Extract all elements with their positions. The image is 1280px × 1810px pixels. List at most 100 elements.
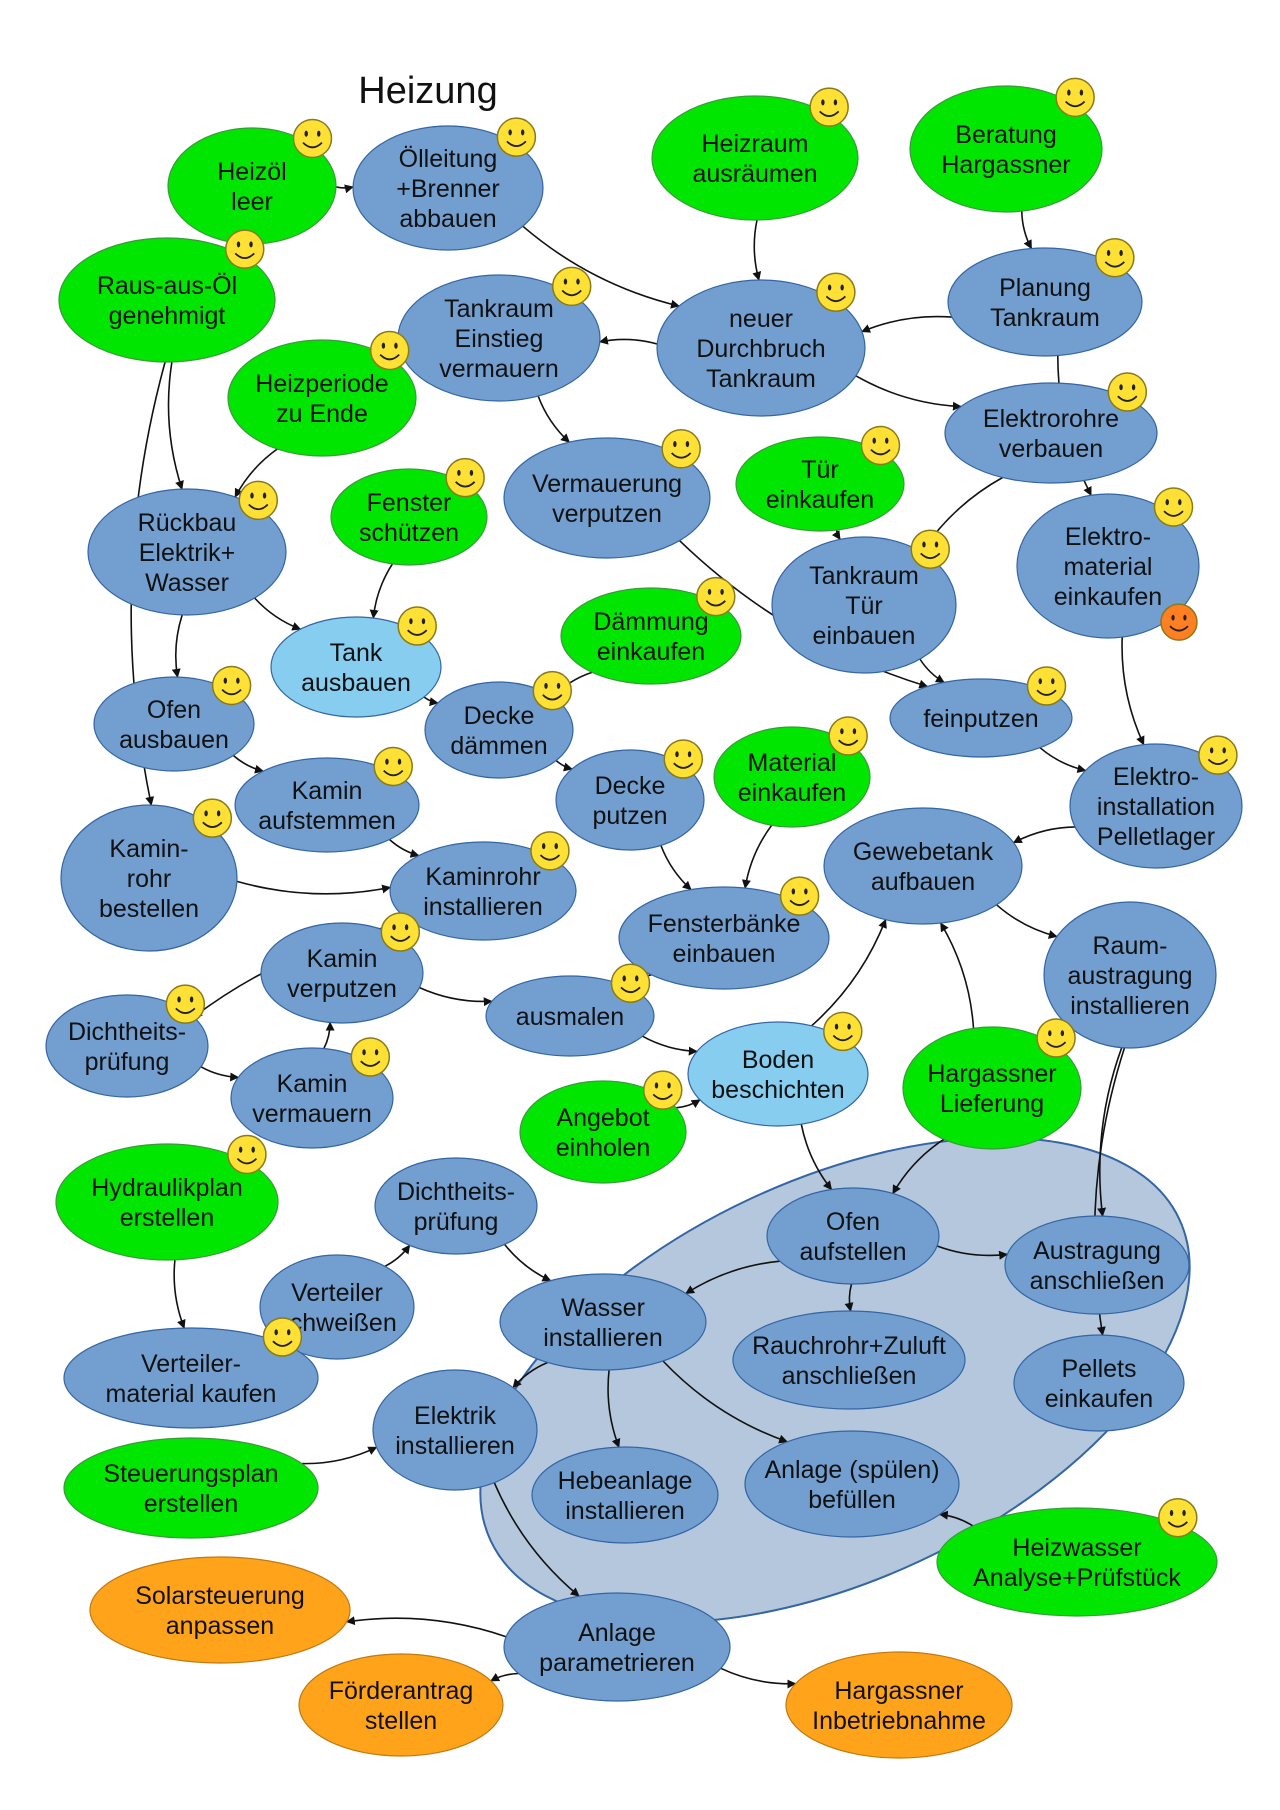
smiley-icon — [532, 670, 573, 711]
diagram-title: Heizung — [358, 70, 497, 112]
node-kaminvermauern-shape — [230, 1047, 394, 1149]
node-daemmung-shape — [560, 587, 742, 685]
node-material-label-0: Material — [748, 749, 837, 777]
node-tankraumeinstieg-label-1: Einstieg — [455, 325, 544, 353]
edge-hydraulikplan-to-verteilermaterial — [173, 1259, 186, 1329]
node-ausmalen: ausmalen — [485, 963, 655, 1057]
smiley-icon — [809, 87, 849, 127]
node-oelleitung-label-1: +Brenner — [396, 175, 500, 203]
smiley-icon — [369, 330, 410, 371]
node-heizwasser-label-1: Analyse+Prüfstück — [973, 1564, 1181, 1592]
smiley-icon — [397, 606, 437, 646]
node-solarsteuerung-label-0: Solarsteuerung — [135, 1582, 305, 1610]
smiley-icon — [661, 429, 701, 469]
node-elektrik-shape — [372, 1369, 538, 1491]
edge-tankraumeinstieg-to-vermauerung — [537, 395, 570, 443]
smiley-icon — [643, 1070, 683, 1110]
smiley-icon — [227, 1134, 267, 1175]
node-heizoel-label-0: Heizöl — [217, 158, 286, 186]
edge-verteilerschweissen-to-dichtheits2 — [384, 1244, 411, 1268]
node-ofenausbauen-label-0: Ofen — [147, 696, 201, 724]
node-heizperiode-label-1: zu Ende — [276, 400, 368, 428]
node-rueckbau-label-1: Elektrik+ — [139, 539, 236, 567]
node-ofenausbauen-shape — [93, 676, 255, 772]
node-elektromaterial-label-2: einkaufen — [1054, 583, 1162, 611]
edge-heizwasser-to-anlagebefuellen — [938, 1510, 974, 1527]
node-tuer-label-0: Tür — [801, 456, 839, 484]
smiley-icon — [1107, 372, 1148, 412]
node-tankraumtuer-shape — [771, 536, 957, 674]
node-heizraum-label-1: ausräumen — [692, 160, 817, 188]
edge-ofenaufstellen-to-rauchrohr — [844, 1283, 854, 1312]
node-vermauerung-label-0: Vermauerung — [532, 470, 682, 498]
edge-rueckbau-to-ofenausbauen — [171, 614, 183, 678]
edge-deckeputzen-to-fensterbaenke — [660, 845, 692, 891]
node-anlagebefuellen: Anlage (spülen)befüllen — [744, 1430, 960, 1538]
node-dichtheits2-label-1: prüfung — [414, 1208, 499, 1236]
edge-boden-to-gewebetank — [811, 918, 887, 1027]
node-gewebetank-label-0: Gewebetank — [853, 838, 994, 866]
node-anlagebefuellen-label-0: Anlage (spülen) — [764, 1456, 939, 1484]
node-angebot-shape — [519, 1080, 687, 1184]
node-daemmung-label-1: einkaufen — [597, 638, 705, 666]
node-ofenausbauen-label-1: ausbauen — [119, 726, 229, 754]
edge-parametrieren-to-solarsteuerung — [345, 1616, 507, 1638]
node-vermauerung-shape — [503, 437, 711, 559]
edge-tuer-to-tankraumtuer — [831, 529, 841, 541]
node-deckedaemmen-label-0: Decke — [464, 702, 535, 730]
edge-boden-to-ofenaufstellen — [800, 1124, 833, 1191]
node-pellets-label-1: einkaufen — [1045, 1385, 1153, 1413]
node-rauchrohr-label-0: Rauchrohr+Zuluft — [752, 1332, 946, 1360]
node-elektromaterial-label-1: material — [1064, 553, 1153, 581]
edge-ofenausbauen-to-kaminaufstemmen — [232, 754, 264, 774]
node-oelleitung-label-0: Ölleitung — [399, 145, 498, 173]
node-tuer-shape — [735, 436, 905, 532]
smiley-icon — [350, 1037, 391, 1077]
node-gewebetank-shape — [823, 807, 1023, 925]
node-kaminaufstemmen-shape — [234, 757, 420, 853]
smiley-icon — [663, 739, 704, 779]
edge-oelleitung-to-durchbruch — [522, 225, 680, 309]
node-raumaustragung-label-1: austragung — [1067, 962, 1192, 990]
node-tankraumtuer-label-2: einbauen — [813, 622, 916, 650]
node-deckedaemmen-shape — [424, 681, 574, 779]
node-rausausoel-shape — [58, 237, 276, 363]
node-elektrorohre-label-0: Elektrorohre — [983, 405, 1119, 433]
node-rauchrohr-label-1: anschließen — [782, 1362, 917, 1390]
node-foerderantrag-shape — [298, 1653, 504, 1757]
node-raumaustragung-label-0: Raum- — [1092, 932, 1167, 960]
node-material-label-1: einkaufen — [738, 779, 846, 807]
node-kaminvermauern-label-1: vermauern — [252, 1100, 372, 1128]
node-rueckbau-label-0: Rückbau — [138, 509, 237, 537]
edge-heizperiode-to-rueckbau — [234, 448, 278, 498]
edge-wasser-to-elektrik — [512, 1361, 548, 1389]
task-nodes: HeizölleerÖlleitung+BrennerabbauenHeizra… — [45, 77, 1243, 1759]
node-durchbruch-label-1: Durchbruch — [696, 335, 825, 363]
edge-deckedaemmen-to-deckeputzen — [555, 759, 573, 772]
node-steuerungsplan-shape — [63, 1437, 319, 1539]
smiley-icon — [1055, 77, 1095, 118]
node-tankraumtuer-label-1: Tür — [845, 592, 883, 620]
smiley-icon — [1198, 735, 1238, 775]
node-beratung-label-0: Beratung — [955, 121, 1056, 149]
node-angebot-label-1: einholen — [556, 1134, 651, 1162]
node-elektrik-label-1: installieren — [395, 1432, 515, 1460]
node-deckedaemmen-label-1: dämmen — [450, 732, 547, 760]
node-elektromaterial-shape — [1016, 493, 1200, 639]
node-elektrik-label-0: Elektrik — [414, 1402, 496, 1430]
node-steuerungsplan-label-0: Steuerungsplan — [103, 1460, 278, 1488]
edge-material-to-fensterbaenke — [741, 824, 773, 889]
